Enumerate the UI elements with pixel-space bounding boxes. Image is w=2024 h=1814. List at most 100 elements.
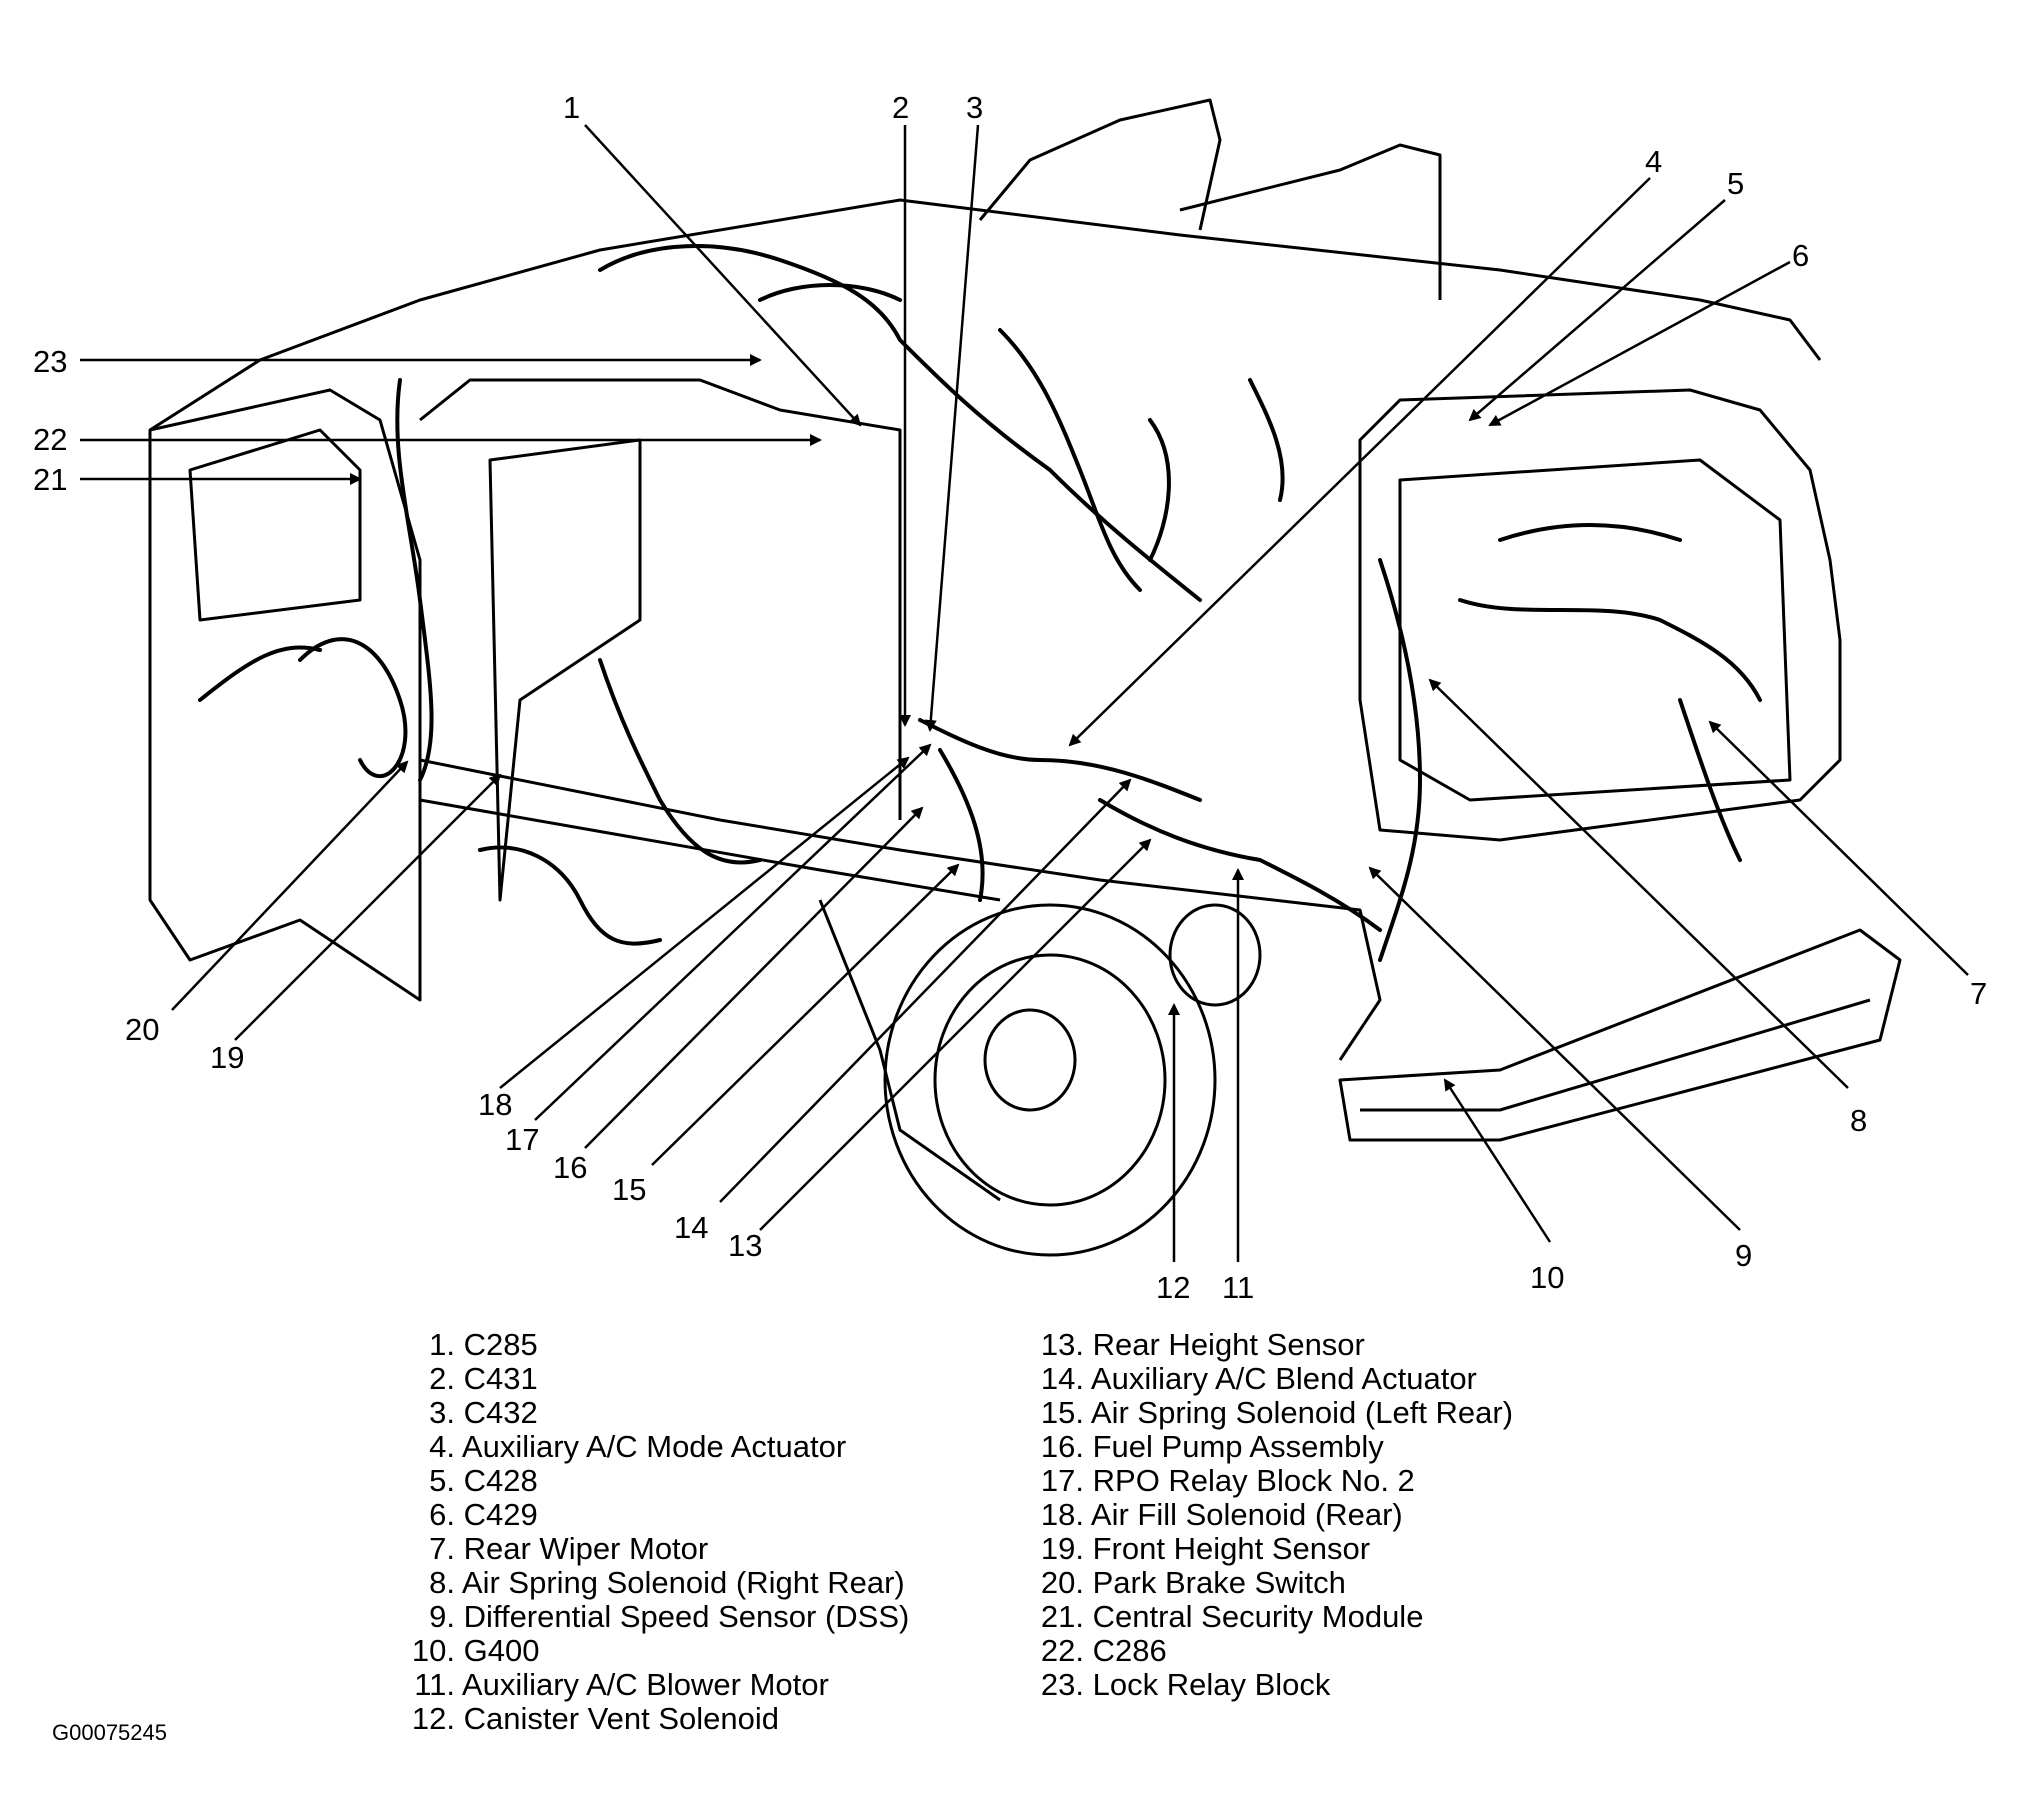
legend-number: 11. [414, 1667, 455, 1702]
legend-label: Air Fill Solenoid (Rear) [1090, 1497, 1403, 1532]
leader-3 [924, 124, 980, 732]
legend-item: 18. Air Fill Solenoid (Rear) [1034, 1498, 1513, 1532]
legend-number: 6. [429, 1497, 455, 1532]
callout-4: 4 [1645, 144, 1662, 179]
legend-label: Auxiliary A/C Blower Motor [461, 1667, 829, 1702]
legend-item: 4. Auxiliary A/C Mode Actuator [405, 1430, 909, 1464]
callout-14: 14 [674, 1210, 708, 1245]
leader-18 [499, 756, 910, 1089]
callout-2: 2 [892, 90, 909, 125]
legend-number: 1. [429, 1327, 455, 1362]
legend-label: Air Spring Solenoid (Left Rear) [1090, 1395, 1514, 1430]
leader-7 [1708, 720, 1969, 976]
legend-item: 5. C428 [405, 1464, 909, 1498]
leader-5 [1468, 199, 1726, 422]
legend-item: 10. G400 [405, 1634, 909, 1668]
callout-16: 16 [553, 1150, 587, 1185]
legend-label: Front Height Sensor [1092, 1531, 1371, 1566]
figure-id: G00075245 [52, 1720, 167, 1745]
leader-4 [1068, 177, 1651, 747]
legend-number: 17. [1040, 1463, 1084, 1498]
legend-number: 19. [1040, 1531, 1084, 1566]
callout-22: 22 [33, 422, 67, 457]
legend-item: 13. Rear Height Sensor [1034, 1328, 1513, 1362]
legend-number: 4. [429, 1429, 455, 1464]
callout-6: 6 [1792, 238, 1809, 273]
leader-10 [1443, 1078, 1552, 1243]
legend-label: Rear Height Sensor [1092, 1327, 1365, 1362]
leader-15 [651, 863, 960, 1166]
callout-11: 11 [1222, 1270, 1254, 1305]
legend-right-column: 13. Rear Height Sensor 14. Auxiliary A/C… [1034, 1328, 1513, 1702]
callout-5: 5 [1727, 166, 1744, 201]
legend-label: C431 [463, 1361, 538, 1396]
callout-3: 3 [966, 90, 983, 125]
legend-label: Fuel Pump Assembly [1092, 1429, 1384, 1464]
legend-number: 5. [429, 1463, 455, 1498]
legend-number: 21. [1040, 1599, 1084, 1634]
legend-item: 8. Air Spring Solenoid (Right Rear) [405, 1566, 909, 1600]
callout-leader-lines [80, 124, 1969, 1262]
legend-item: 17. RPO Relay Block No. 2 [1034, 1464, 1513, 1498]
legend-number: 15. [1040, 1395, 1084, 1430]
legend-item: 7. Rear Wiper Motor [405, 1532, 909, 1566]
legend-number: 18. [1040, 1497, 1084, 1532]
callout-10: 10 [1530, 1260, 1564, 1295]
callout-8: 8 [1850, 1103, 1867, 1138]
leader-6 [1488, 260, 1791, 427]
vehicle-body-outline [148, 98, 1902, 1257]
callout-21: 21 [33, 462, 67, 497]
leader-8 [1428, 678, 1849, 1089]
legend-label: Auxiliary A/C Mode Actuator [461, 1429, 847, 1464]
legend-number: 12. [411, 1701, 455, 1736]
legend-number: 10. [411, 1633, 455, 1668]
legend-label: C429 [463, 1497, 538, 1532]
leader-16 [584, 806, 924, 1149]
callout-23: 23 [33, 344, 67, 379]
legend-item: 21. Central Security Module [1034, 1600, 1513, 1634]
legend-item: 1. C285 [405, 1328, 909, 1362]
legend-label: C285 [463, 1327, 538, 1362]
legend-number: 7. [429, 1531, 455, 1566]
legend-label: RPO Relay Block No. 2 [1092, 1463, 1415, 1498]
legend-label: Lock Relay Block [1092, 1667, 1331, 1702]
legend-number: 8. [429, 1565, 455, 1600]
legend-label: Rear Wiper Motor [463, 1531, 709, 1566]
legend-number: 23. [1040, 1667, 1084, 1702]
callout-17: 17 [505, 1122, 539, 1157]
legend-item: 19. Front Height Sensor [1034, 1532, 1513, 1566]
legend-label: Air Spring Solenoid (Right Rear) [461, 1565, 905, 1600]
legend-item: 15. Air Spring Solenoid (Left Rear) [1034, 1396, 1513, 1430]
legend-label: Differential Speed Sensor (DSS) [463, 1599, 910, 1634]
leader-1 [584, 124, 862, 427]
legend-number: 16. [1040, 1429, 1084, 1464]
legend-item: 2. C431 [405, 1362, 909, 1396]
leader-19 [234, 773, 502, 1041]
callout-numbers: 1 2 3 4 5 6 7 8 9 10 11 12 13 14 15 16 1… [33, 90, 1987, 1305]
legend-item: 12. Canister Vent Solenoid [405, 1702, 909, 1736]
legend-label: C286 [1092, 1633, 1167, 1668]
wiring-harness [198, 244, 1762, 962]
callout-13: 13 [728, 1228, 762, 1263]
leader-9 [1368, 866, 1741, 1231]
legend-label: Canister Vent Solenoid [463, 1701, 779, 1736]
callout-20: 20 [125, 1012, 159, 1047]
leader-14 [719, 778, 1132, 1203]
legend-number: 14. [1040, 1361, 1084, 1396]
callout-15: 15 [612, 1172, 646, 1207]
legend-item: 6. C429 [405, 1498, 909, 1532]
callout-1: 1 [563, 90, 580, 125]
legend-label: C432 [463, 1395, 538, 1430]
legend-item: 9. Differential Speed Sensor (DSS) [405, 1600, 909, 1634]
leader-20 [171, 760, 409, 1011]
legend-item: 20. Park Brake Switch [1034, 1566, 1513, 1600]
legend-item: 11. Auxiliary A/C Blower Motor [405, 1668, 909, 1702]
legend-item: 23. Lock Relay Block [1034, 1668, 1513, 1702]
legend-label: Park Brake Switch [1092, 1565, 1346, 1600]
legend-number: 9. [429, 1599, 455, 1634]
legend-number: 13. [1040, 1327, 1084, 1362]
legend-label: C428 [463, 1463, 538, 1498]
legend-label: G400 [463, 1633, 540, 1668]
legend-number: 3. [429, 1395, 455, 1430]
